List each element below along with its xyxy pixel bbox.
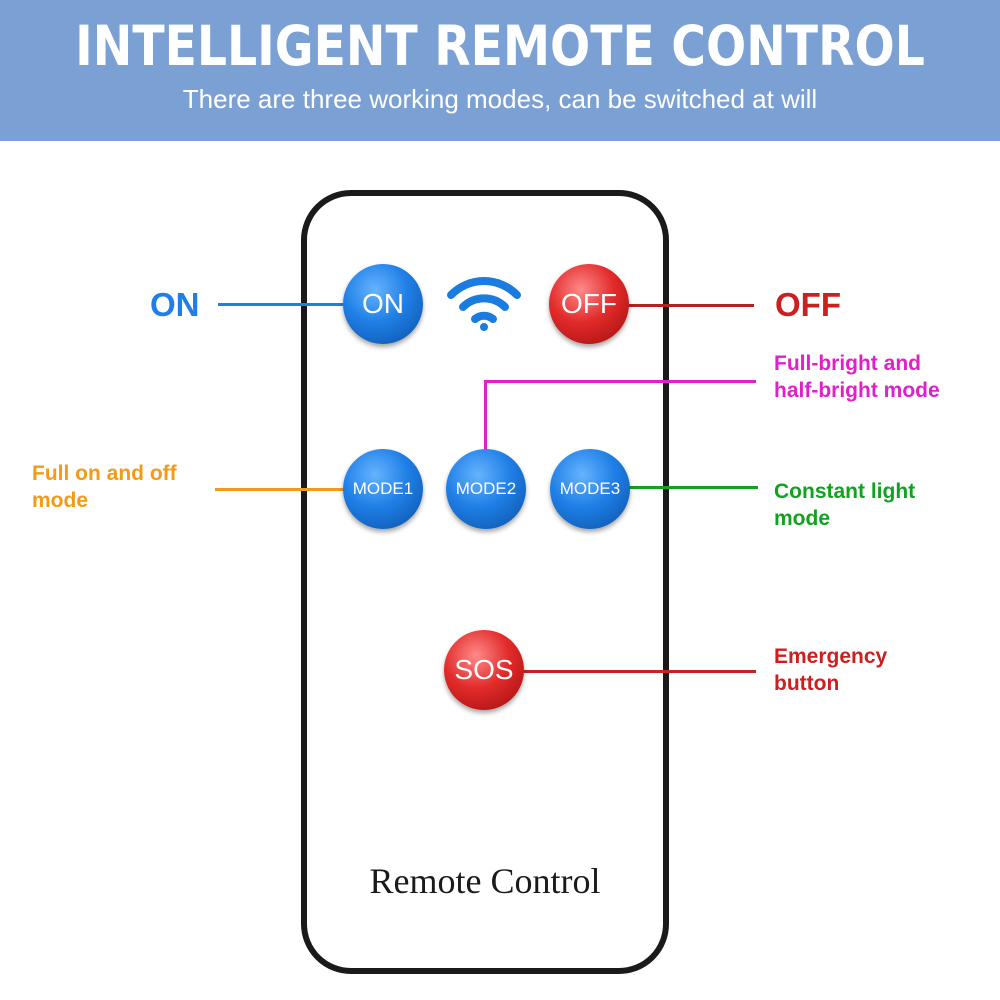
mode1-callout: Full on and off mode (32, 460, 177, 514)
off-button[interactable]: OFF (549, 264, 629, 344)
off-connector-line (626, 304, 754, 307)
mode1-callout-line-2: mode (32, 489, 89, 512)
off-callout: OFF (775, 286, 841, 323)
on-button[interactable]: ON (343, 264, 423, 344)
mode3-callout-line-2: mode (774, 507, 831, 530)
sos-callout-line-1: Emergency (774, 645, 888, 668)
mode1-connector-line (215, 488, 345, 491)
header-banner: INTELLIGENT REMOTE CONTROL There are thr… (0, 0, 1000, 141)
mode2-connector-vertical (484, 380, 487, 450)
mode3-connector-line (626, 486, 758, 489)
mode2-callout-line-1: Full-bright and (774, 352, 921, 375)
on-connector-line (218, 303, 346, 306)
mode3-button[interactable]: MODE3 (550, 449, 630, 529)
sos-callout: Emergency button (774, 643, 887, 697)
mode2-callout: Full-bright and half-bright mode (774, 350, 940, 404)
sos-button[interactable]: SOS (444, 630, 524, 710)
mode2-callout-line-2: half-bright mode (774, 379, 940, 402)
mode2-connector-horizontal (484, 380, 756, 383)
sos-connector-line (524, 670, 756, 673)
mode3-callout-line-1: Constant light (774, 480, 916, 503)
remote-control-label: Remote Control (369, 861, 601, 901)
sos-callout-line-2: button (774, 672, 840, 695)
mode3-callout: Constant light mode (774, 478, 915, 532)
mode2-button[interactable]: MODE2 (446, 449, 526, 529)
wifi-icon (447, 277, 521, 331)
mode1-callout-line-1: Full on and off (32, 462, 177, 485)
mode1-button[interactable]: MODE1 (343, 449, 423, 529)
banner-subtitle: There are three working modes, can be sw… (182, 84, 818, 114)
banner-title: INTELLIGENT REMOTE CONTROL (75, 14, 925, 78)
on-callout: ON (150, 286, 200, 323)
